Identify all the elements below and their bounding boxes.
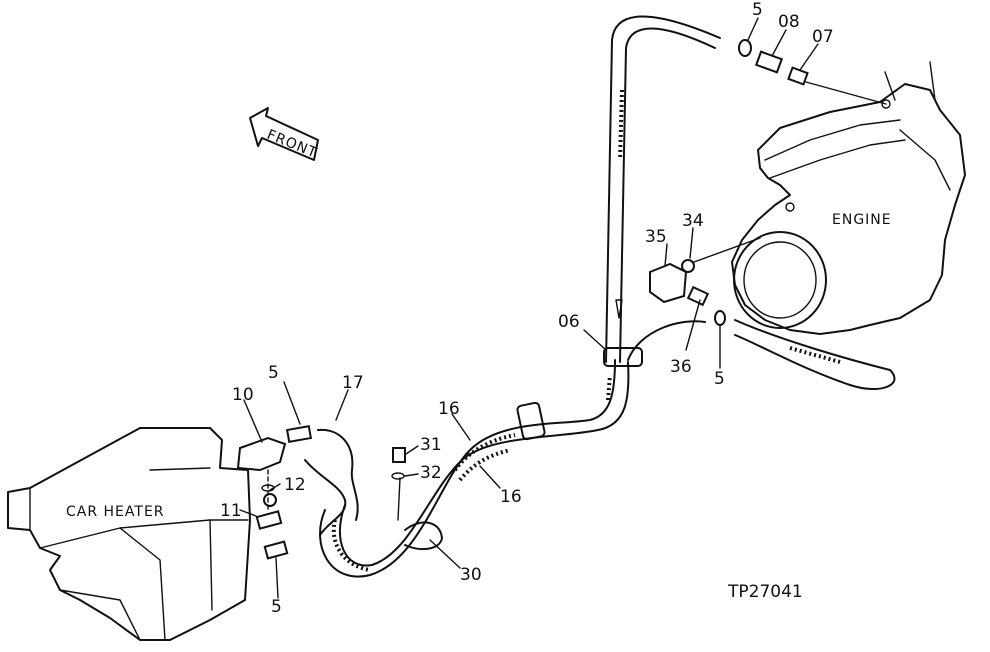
- car-heater-label: CAR HEATER: [66, 504, 165, 520]
- upper-hose: [605, 15, 721, 363]
- clamp-30: [391, 447, 443, 551]
- callout-5-top: 5: [752, 0, 763, 20]
- clamp-16: [516, 401, 546, 441]
- leader-lines: [239, 17, 819, 599]
- callout-5-engine: 5: [714, 369, 725, 389]
- front-arrow: FRONT: [249, 107, 320, 162]
- callout-36: 36: [670, 357, 692, 377]
- callout-32: 32: [420, 463, 442, 483]
- callout-31: 31: [420, 435, 442, 455]
- engine: ENGINE: [731, 61, 966, 335]
- top-fittings: [738, 39, 887, 105]
- clamp-06: [603, 347, 643, 367]
- valve-10: [236, 425, 313, 560]
- hose-16: [319, 359, 630, 578]
- callout-16-lower: 16: [500, 487, 522, 507]
- valve-35: [649, 237, 761, 326]
- callout-30: 30: [460, 565, 482, 585]
- callout-16-upper: 16: [438, 399, 460, 419]
- callout-5-valve: 5: [268, 363, 279, 383]
- return-hose: [627, 319, 896, 390]
- callout-11: 11: [220, 501, 242, 521]
- car-heater: CAR HEATER: [7, 427, 251, 641]
- callout-35: 35: [645, 227, 667, 247]
- hose-17: [304, 428, 359, 536]
- callout-17: 17: [342, 373, 364, 393]
- engine-label: ENGINE: [832, 212, 892, 228]
- callout-08: 08: [778, 12, 800, 32]
- callout-10: 10: [232, 385, 254, 405]
- callout-07: 07: [812, 27, 834, 47]
- callout-34: 34: [682, 211, 704, 231]
- callout-5-bottom: 5: [271, 597, 282, 617]
- callout-labels: 5 08 07 34 35 06 36 5 16 16 31 32 30 17 …: [220, 0, 834, 617]
- drawing-number: TP27041: [727, 582, 803, 602]
- callout-12: 12: [284, 475, 306, 495]
- callout-06: 06: [558, 312, 580, 332]
- front-label: FRONT: [265, 127, 320, 162]
